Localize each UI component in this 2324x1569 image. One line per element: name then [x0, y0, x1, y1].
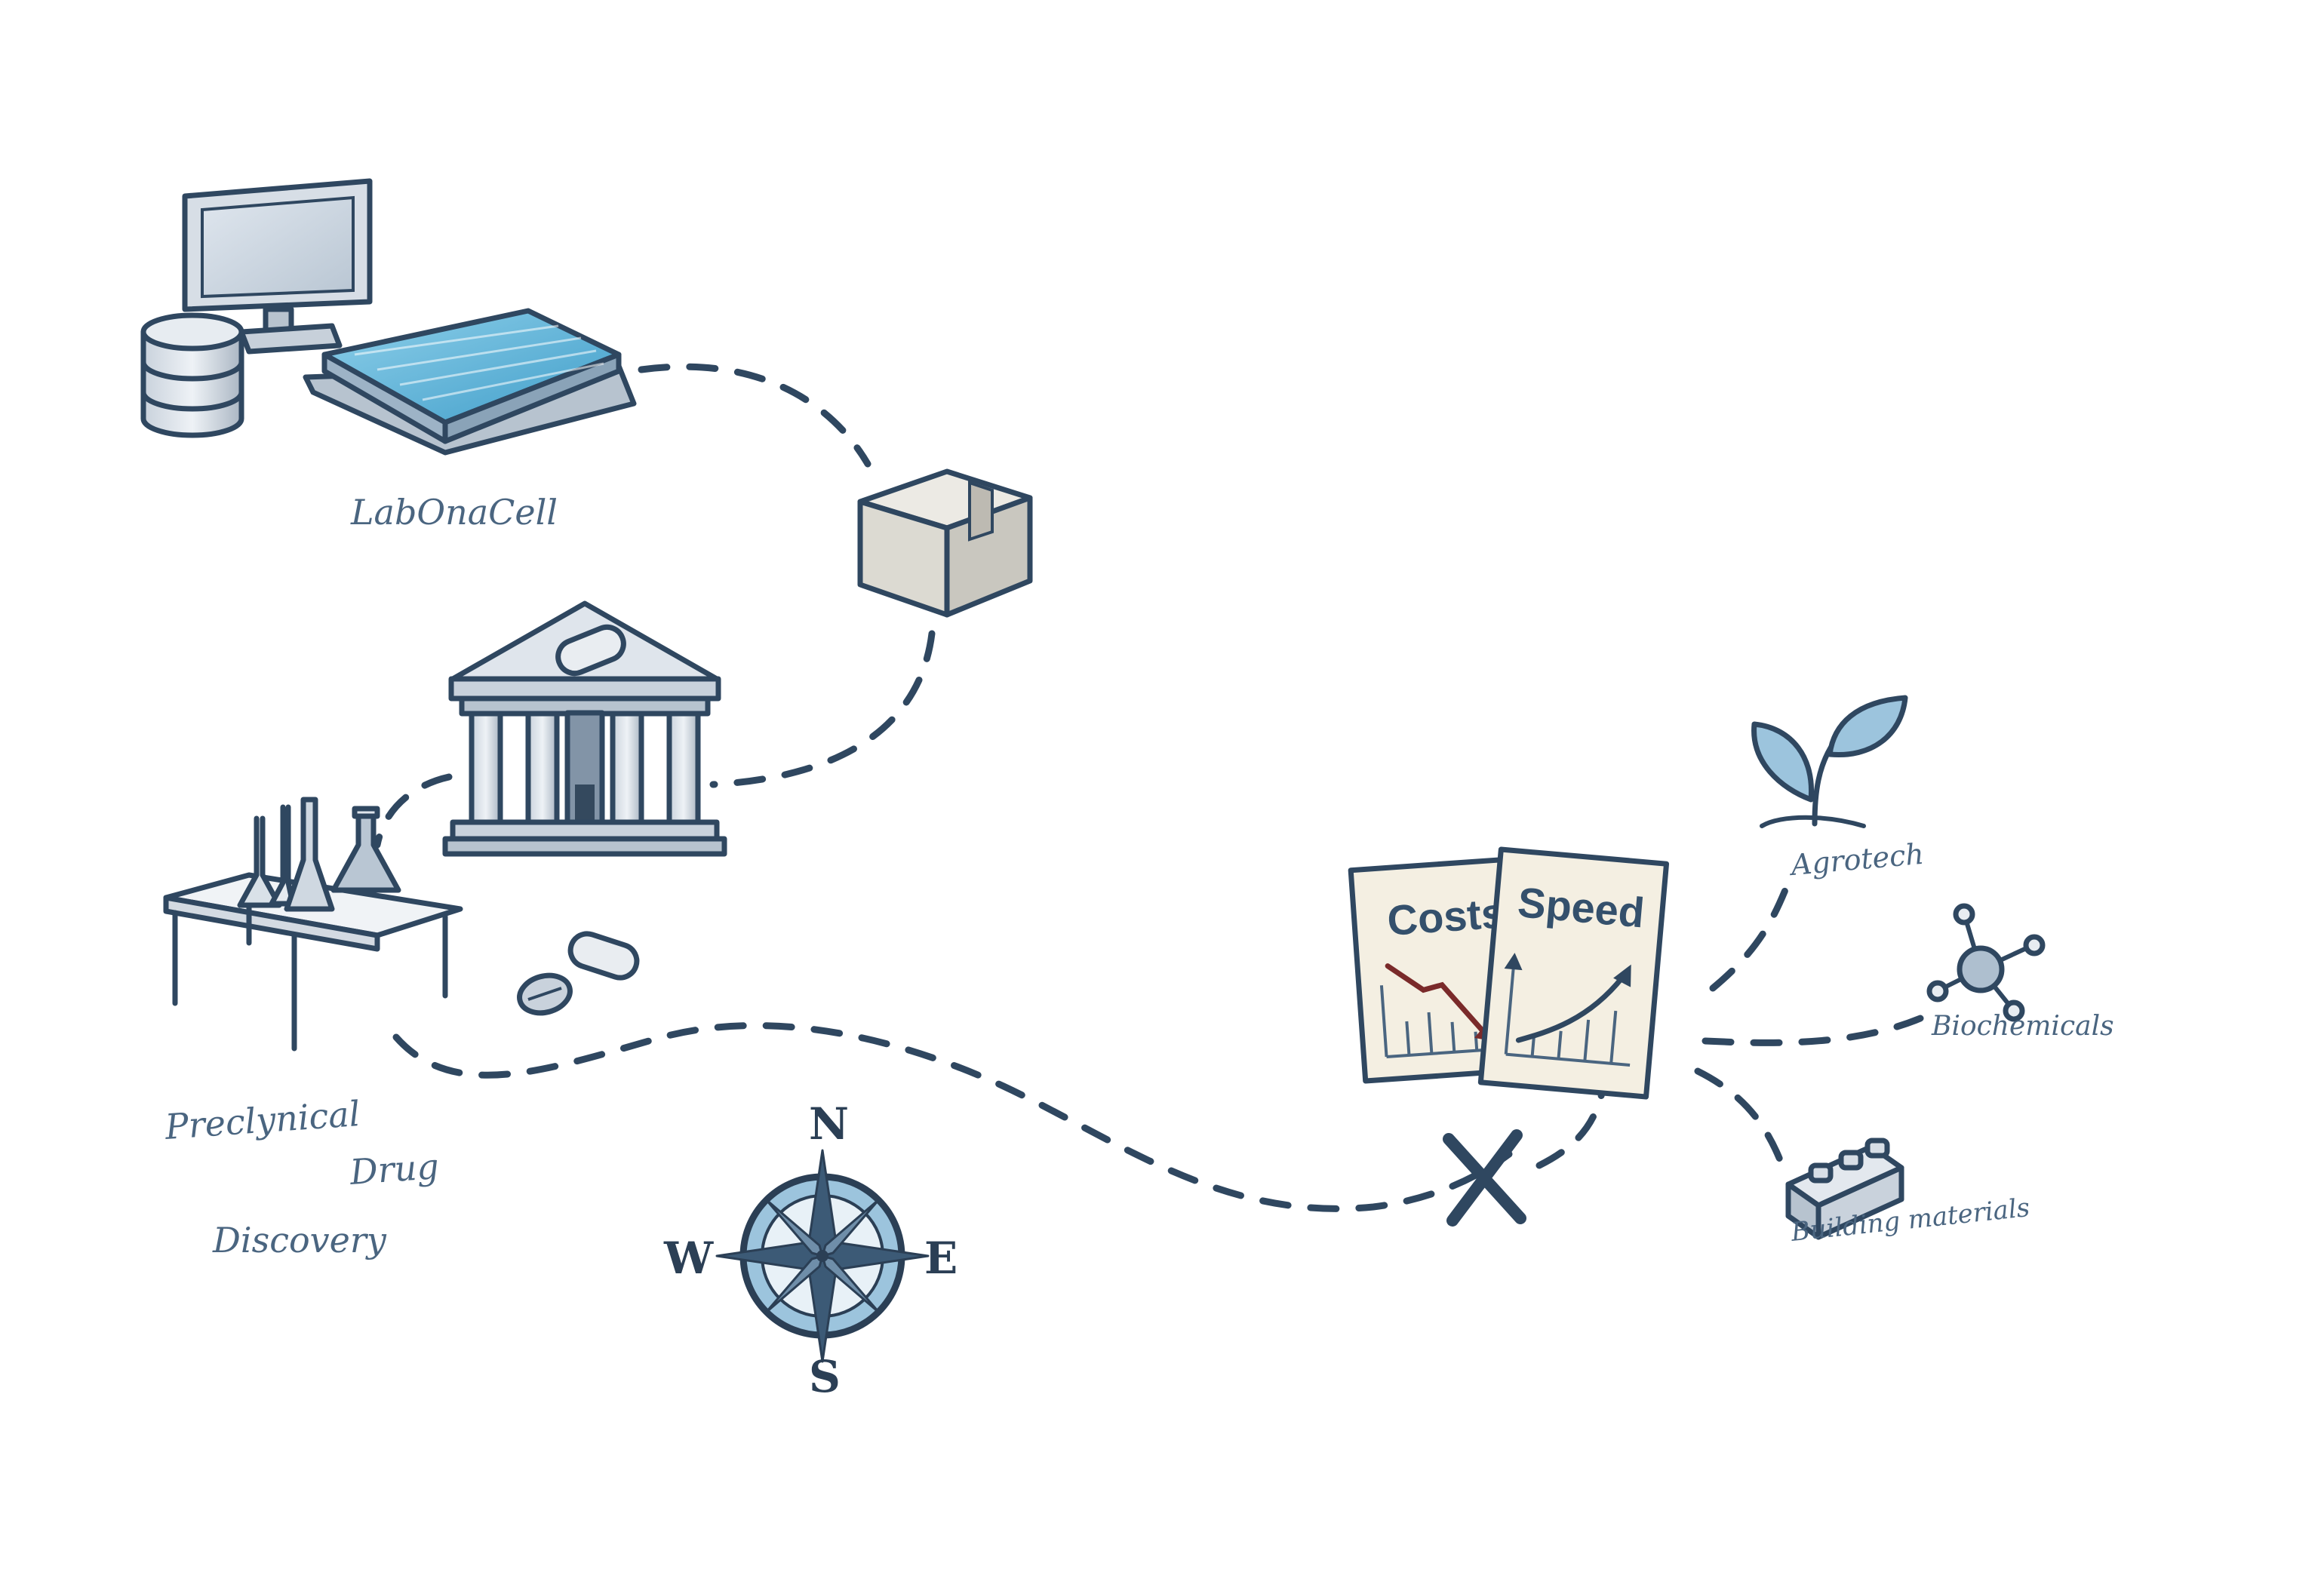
path-lab-to-x — [392, 1022, 1513, 1212]
microfluidic-chip-icon — [303, 308, 637, 456]
svg-text:Discovery: Discovery — [212, 1220, 387, 1260]
compass-south: S — [809, 1351, 841, 1402]
path-to-building-materials — [1694, 1067, 1784, 1165]
costs-label: Costs — [1385, 889, 1506, 944]
path-x-to-cards — [1536, 1082, 1607, 1169]
lab-on-a-cell-label: LabOnaCell — [350, 492, 558, 533]
journey-paths — [374, 363, 1924, 1212]
agrotech-label: Agrotech — [1788, 837, 1925, 882]
path-bank-to-lab — [374, 773, 453, 849]
speed-chart-card-icon — [1477, 846, 1670, 1100]
path-to-agrotech — [1709, 879, 1792, 992]
computer-monitor-icon — [182, 178, 373, 355]
compass-west: W — [663, 1233, 714, 1284]
bank-building-icon — [442, 600, 727, 857]
path-to-biochemicals — [1702, 1015, 1924, 1046]
database-icon — [140, 312, 244, 438]
speed-label: Speed — [1516, 878, 1646, 936]
svg-text:Preclynical: Preclynical — [163, 1093, 361, 1147]
biochemicals-label: Biochemicals — [1931, 1011, 2114, 1042]
molecule-icon — [1926, 903, 2046, 1022]
svg-text:Drug: Drug — [348, 1146, 440, 1193]
compass-north: N — [809, 1098, 849, 1150]
x-mark-icon — [1443, 1129, 1526, 1227]
sprout-icon — [1751, 695, 1908, 828]
pills-icon — [517, 931, 640, 1016]
building-block-icon — [1785, 1138, 1904, 1240]
path-box-to-bank — [709, 630, 936, 788]
cardboard-box-icon — [857, 468, 1033, 618]
path-chip-to-box — [638, 363, 872, 468]
compass-east: E — [924, 1233, 958, 1284]
compass-rose-icon — [715, 1149, 930, 1363]
flask-icon — [237, 797, 401, 912]
pill-capsule-icon — [555, 624, 626, 677]
preclinical-drug-discovery-label: Preclynical Drug Discovery — [163, 1093, 440, 1260]
